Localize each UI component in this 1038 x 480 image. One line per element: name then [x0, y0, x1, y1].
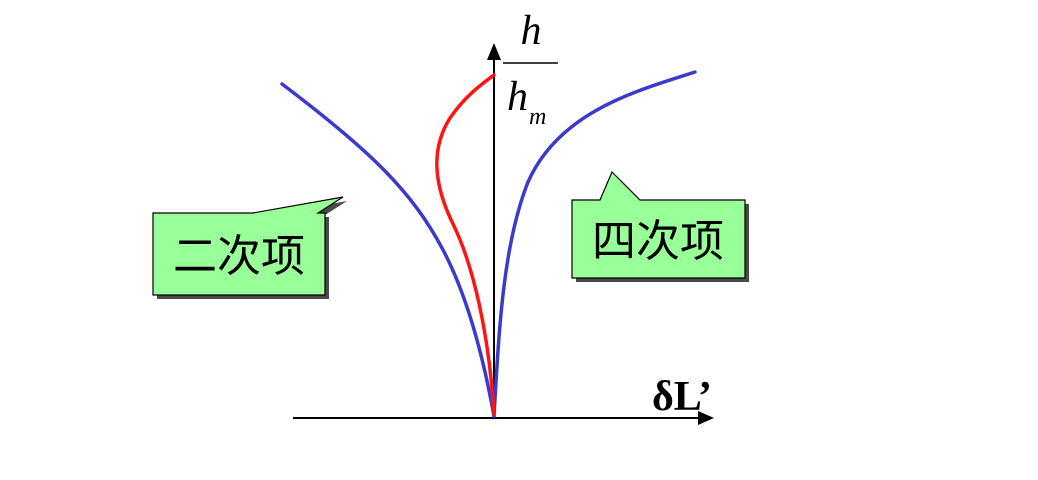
y-axis-arrow-icon [487, 43, 501, 60]
callout-quartic-label: 四次项 [592, 216, 724, 267]
y-axis-label-denominator: h [507, 74, 528, 120]
x-axis-arrow-icon [698, 411, 714, 425]
y-axis-label-subscript: m [529, 104, 546, 130]
y-axis-label-numerator: h [521, 8, 542, 54]
callout-quadratic-box [152, 196, 344, 296]
callout-quadratic: 二次项 [152, 196, 347, 299]
blue-curve-left [280, 82, 496, 418]
x-axis-label: δL’ [652, 374, 712, 420]
callout-quartic: 四次项 [571, 170, 749, 282]
y-axis-label: h h m [503, 8, 558, 130]
callout-quartic-box [571, 170, 746, 279]
red-curve [435, 73, 496, 416]
blue-curve-right [492, 70, 697, 418]
callout-quadratic-label: 二次项 [173, 231, 305, 282]
axes [293, 43, 714, 425]
